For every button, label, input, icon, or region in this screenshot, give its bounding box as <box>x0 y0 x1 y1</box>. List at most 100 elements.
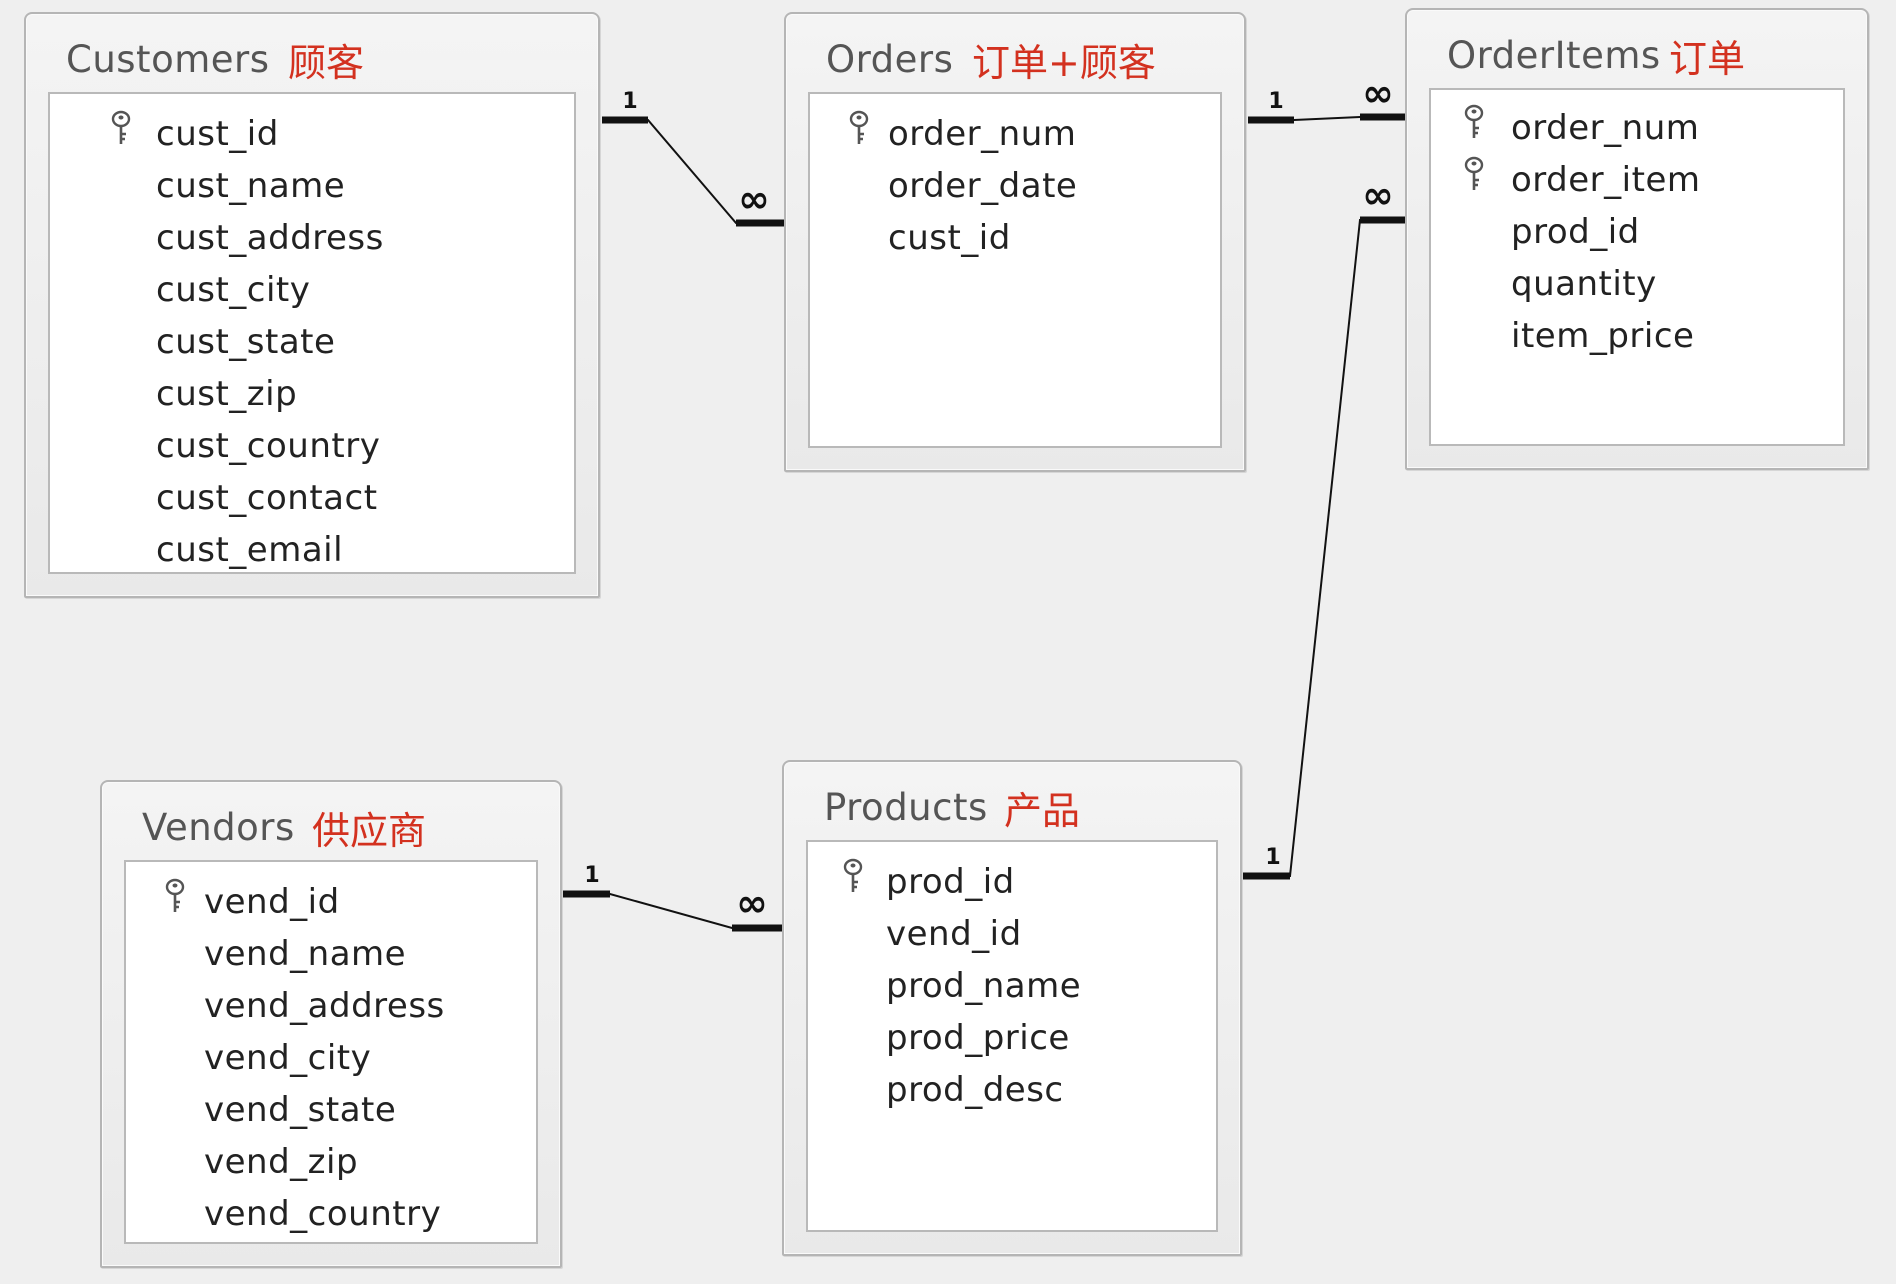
field-label: vend_city <box>204 1038 372 1078</box>
table-header[interactable]: Customers 顾客 <box>26 14 598 94</box>
field-label: vend_id <box>886 914 1022 954</box>
table-annotation: 订单+顾客 <box>972 41 1156 85</box>
field-row-order-item[interactable]: order_item <box>1431 154 1843 206</box>
field-row-vend-id[interactable]: vend_id <box>126 876 536 928</box>
table-products[interactable]: Products 产品 prod_id vend_id prod_name prod_pr… <box>782 760 1242 1256</box>
field-label: vend_state <box>204 1090 397 1130</box>
cardinality-one-label: 1 <box>1265 845 1280 870</box>
field-row-prod-desc[interactable]: prod_desc <box>808 1064 1216 1116</box>
cardinality-many-label: ∞ <box>1362 173 1394 217</box>
field-row-vend-zip[interactable]: vend_zip <box>126 1136 536 1188</box>
table-title: Customers <box>66 38 270 81</box>
table-annotation: 产品 <box>1004 789 1081 833</box>
table-title: OrderItems <box>1447 34 1661 77</box>
field-label: cust_id <box>156 114 279 154</box>
field-label: order_num <box>1511 108 1700 148</box>
field-row-cust-email[interactable]: cust_email <box>50 524 574 576</box>
field-label: cust_zip <box>156 374 298 414</box>
field-row-cust-address[interactable]: cust_address <box>50 212 574 264</box>
field-label: prod_desc <box>886 1070 1064 1110</box>
field-row-vend-id[interactable]: vend_id <box>808 908 1216 960</box>
field-row-item-price[interactable]: item_price <box>1431 310 1843 362</box>
field-row-vend-state[interactable]: vend_state <box>126 1084 536 1136</box>
table-annotation: 顾客 <box>288 41 365 85</box>
field-row-prod-id[interactable]: prod_id <box>1431 206 1843 258</box>
table-title: Orders <box>826 38 954 81</box>
relationship-products-orderitems[interactable]: 1∞ <box>1243 173 1405 880</box>
cardinality-one-label: 1 <box>1268 89 1283 114</box>
key-icon <box>838 858 868 896</box>
field-row-order-num[interactable]: order_num <box>1431 102 1843 154</box>
field-label: cust_address <box>156 218 384 258</box>
key-icon <box>160 878 190 916</box>
field-label: vend_country <box>204 1194 442 1234</box>
field-label: cust_contact <box>156 478 378 518</box>
field-list[interactable]: order_num order_item prod_id quantity item_p… <box>1429 88 1845 446</box>
field-label: vend_address <box>204 986 445 1026</box>
cardinality-many-label: ∞ <box>736 881 768 925</box>
field-row-quantity[interactable]: quantity <box>1431 258 1843 310</box>
field-label: order_date <box>888 166 1078 206</box>
field-row-prod-price[interactable]: prod_price <box>808 1012 1216 1064</box>
cardinality-many-label: ∞ <box>1362 71 1394 115</box>
relationship-vendors-products[interactable]: 1∞ <box>562 863 782 932</box>
field-row-prod-name[interactable]: prod_name <box>808 960 1216 1012</box>
field-label: prod_price <box>886 1018 1070 1058</box>
cardinality-one-label: 1 <box>584 863 599 888</box>
key-icon <box>106 110 136 148</box>
field-row-cust-state[interactable]: cust_state <box>50 316 574 368</box>
field-row-cust-zip[interactable]: cust_zip <box>50 368 574 420</box>
relationship-orders-orderitems[interactable]: 1∞ <box>1248 71 1405 124</box>
table-orders[interactable]: Orders 订单+顾客 order_num order_date cust_id <box>784 12 1246 472</box>
field-row-order-num[interactable]: order_num <box>810 108 1220 160</box>
key-icon <box>1459 156 1489 194</box>
field-label: cust_name <box>156 166 346 206</box>
field-label: cust_state <box>156 322 336 362</box>
table-header[interactable]: Orders 订单+顾客 <box>786 14 1244 94</box>
field-row-cust-name[interactable]: cust_name <box>50 160 574 212</box>
table-header[interactable]: Vendors 供应商 <box>102 782 560 862</box>
cardinality-one-label: 1 <box>622 89 637 114</box>
field-row-cust-contact[interactable]: cust_contact <box>50 472 574 524</box>
field-row-vend-country[interactable]: vend_country <box>126 1188 536 1240</box>
field-label: vend_id <box>204 882 340 922</box>
field-label: cust_city <box>156 270 311 310</box>
field-row-cust-country[interactable]: cust_country <box>50 420 574 472</box>
cardinality-many-label: ∞ <box>738 177 770 221</box>
field-row-vend-name[interactable]: vend_name <box>126 928 536 980</box>
field-list[interactable]: prod_id vend_id prod_name prod_price prod_de… <box>806 840 1218 1232</box>
field-label: prod_name <box>886 966 1082 1006</box>
field-row-order-date[interactable]: order_date <box>810 160 1220 212</box>
relationship-customers-orders[interactable]: 1∞ <box>602 89 784 227</box>
field-row-cust-id[interactable]: cust_id <box>810 212 1220 264</box>
field-label: prod_id <box>1511 212 1640 252</box>
field-label: prod_id <box>886 862 1015 902</box>
field-row-cust-id[interactable]: cust_id <box>50 108 574 160</box>
field-list[interactable]: order_num order_date cust_id <box>808 92 1222 448</box>
field-label: cust_country <box>156 426 381 466</box>
field-row-vend-address[interactable]: vend_address <box>126 980 536 1032</box>
table-title: Vendors <box>142 806 295 849</box>
table-header[interactable]: Products 产品 <box>784 762 1240 842</box>
field-row-prod-id[interactable]: prod_id <box>808 856 1216 908</box>
relationship-line <box>1243 219 1405 877</box>
field-row-cust-city[interactable]: cust_city <box>50 264 574 316</box>
key-icon <box>844 110 874 148</box>
field-label: cust_email <box>156 530 344 570</box>
field-label: vend_name <box>204 934 407 974</box>
key-icon <box>1459 104 1489 142</box>
table-annotation: 订单 <box>1669 37 1746 81</box>
table-title: Products <box>824 786 988 829</box>
field-label: item_price <box>1511 316 1695 356</box>
table-annotation: 供应商 <box>312 809 427 853</box>
field-label: vend_zip <box>204 1142 359 1182</box>
field-label: order_num <box>888 114 1077 154</box>
field-row-vend-city[interactable]: vend_city <box>126 1032 536 1084</box>
